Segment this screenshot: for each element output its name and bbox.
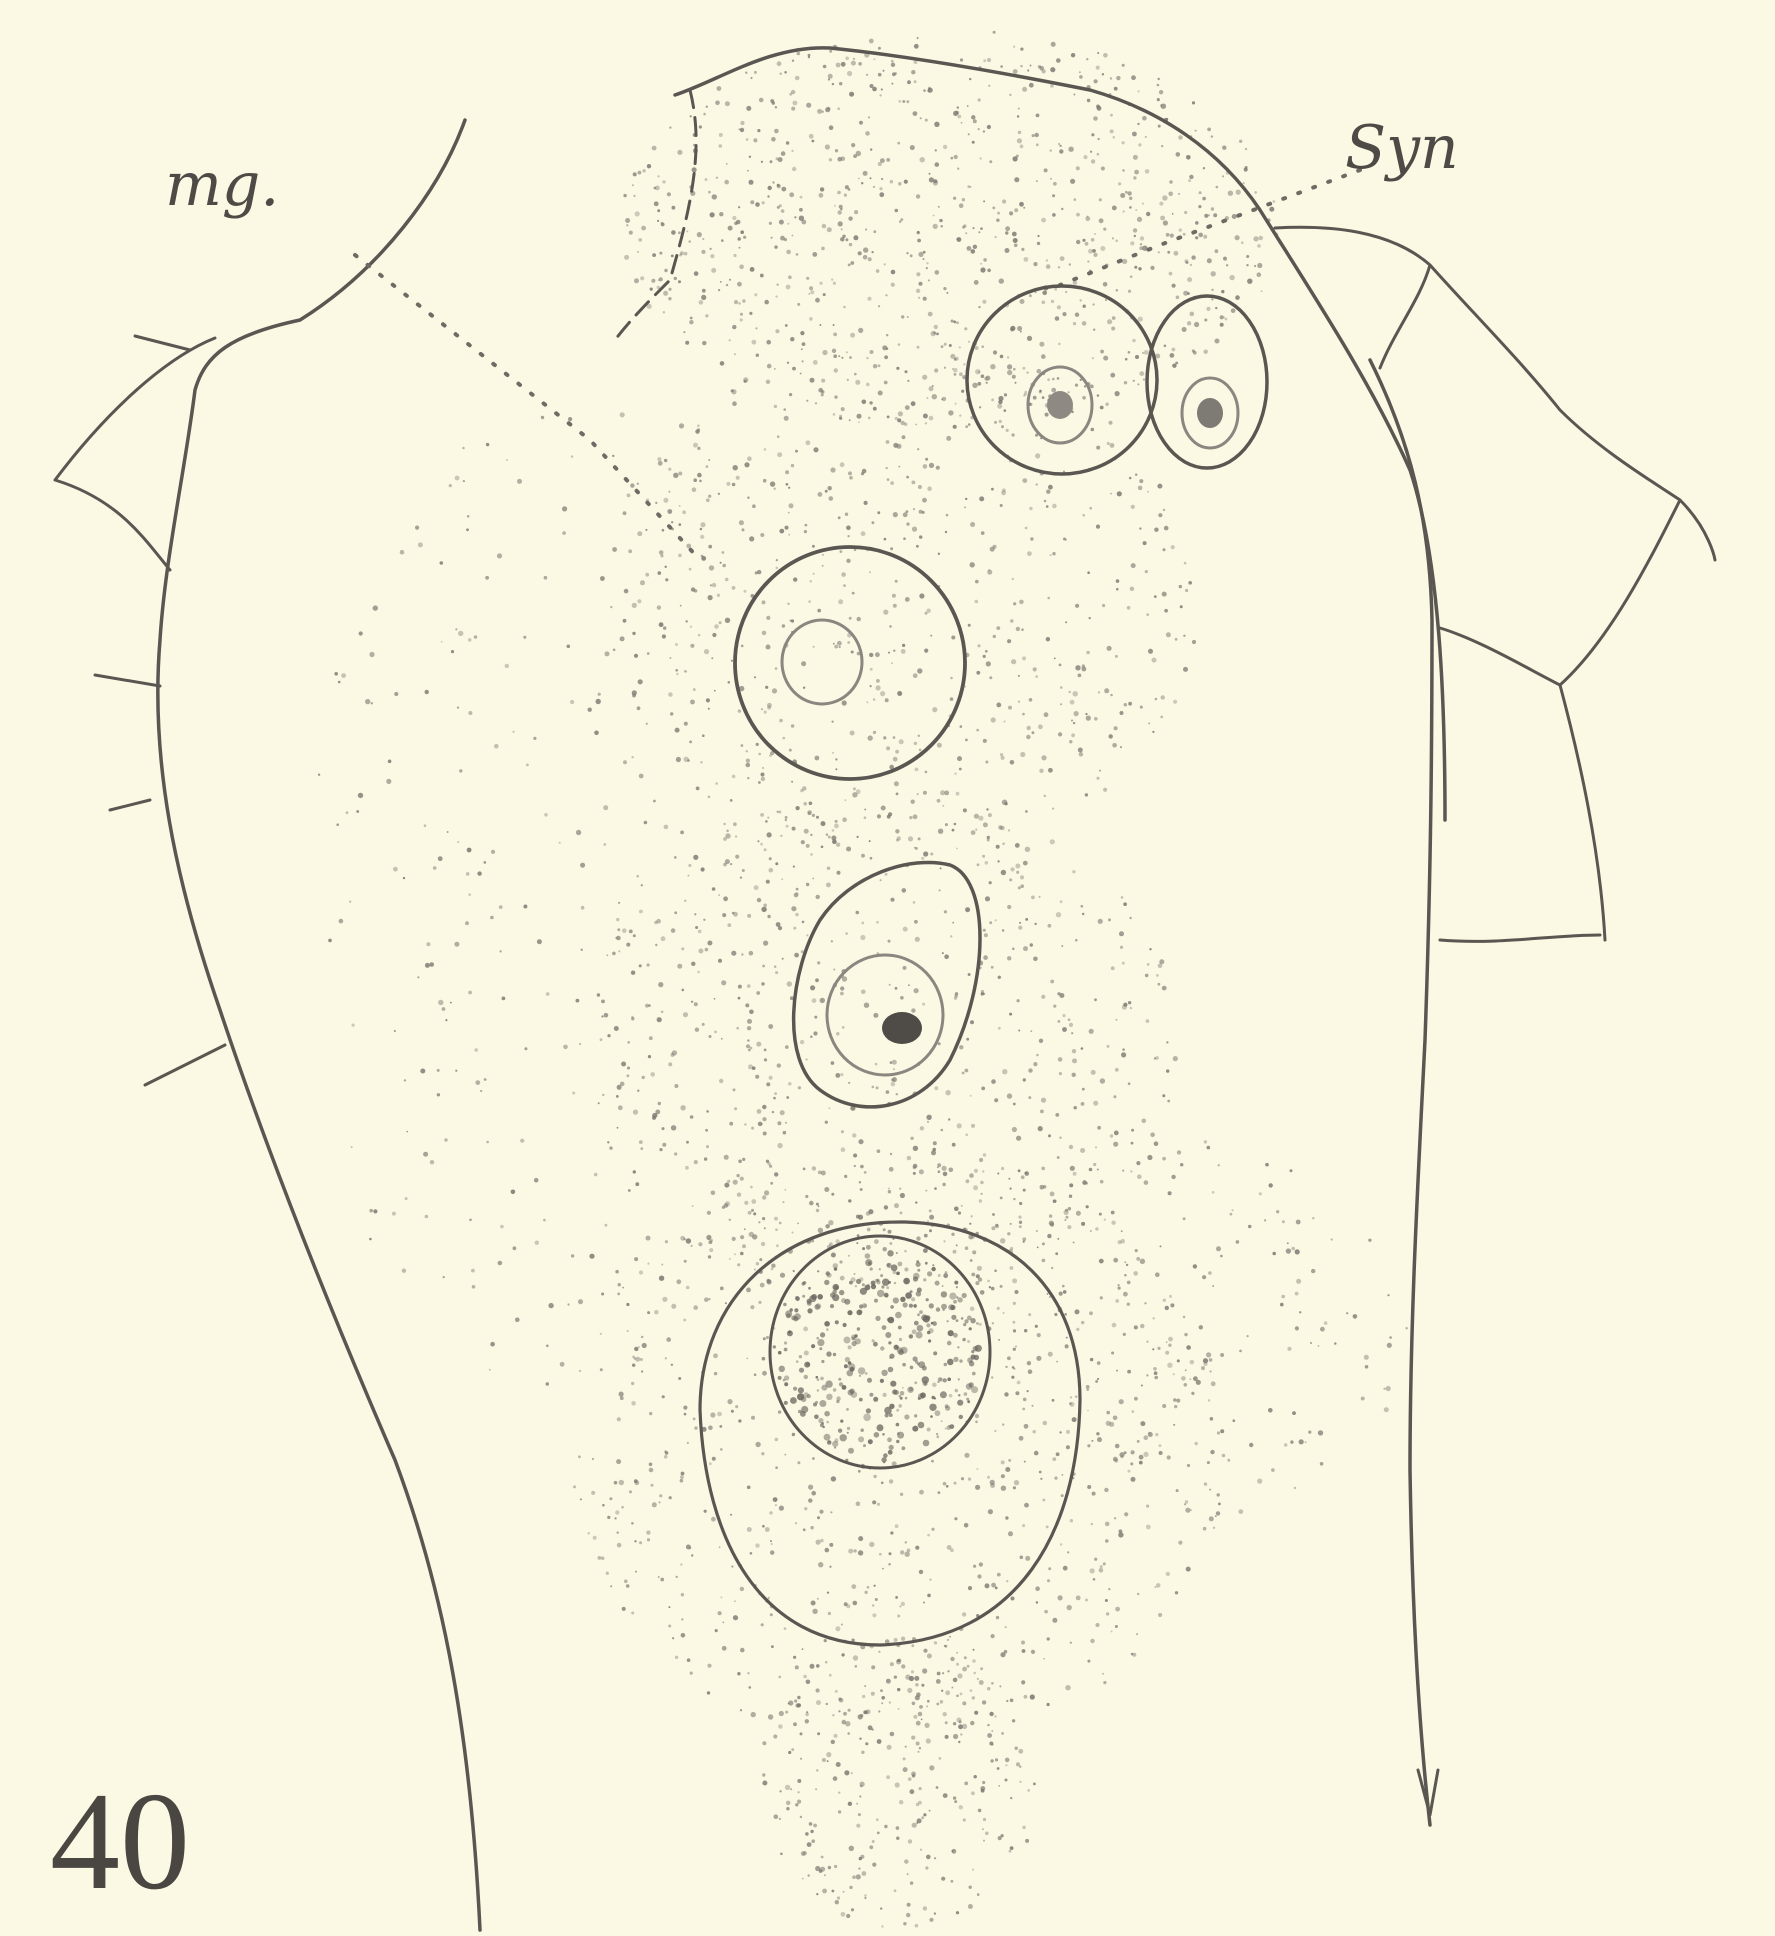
nucleus-middle [735,547,965,779]
adjacent-cell-right [1275,227,1715,941]
nucleus-upper-right [1147,296,1267,468]
left-wall-ticks [95,336,225,1085]
label-syn: Syn [1345,113,1459,183]
chromatin-granules [778,1247,982,1455]
right-cell-wall [1370,360,1432,1825]
adjacent-cell-left [55,338,215,570]
nucleus-lower-middle [794,862,980,1106]
central-mass-top [675,48,1445,820]
label-mg: mg. [165,150,279,220]
central-mass-inner-boundary [615,90,696,340]
figure-number: 40 [50,1764,190,1919]
left-cell-wall [158,120,480,1930]
nucleus-lower-large [700,1222,1080,1645]
nucleus-upper-left [967,286,1157,474]
